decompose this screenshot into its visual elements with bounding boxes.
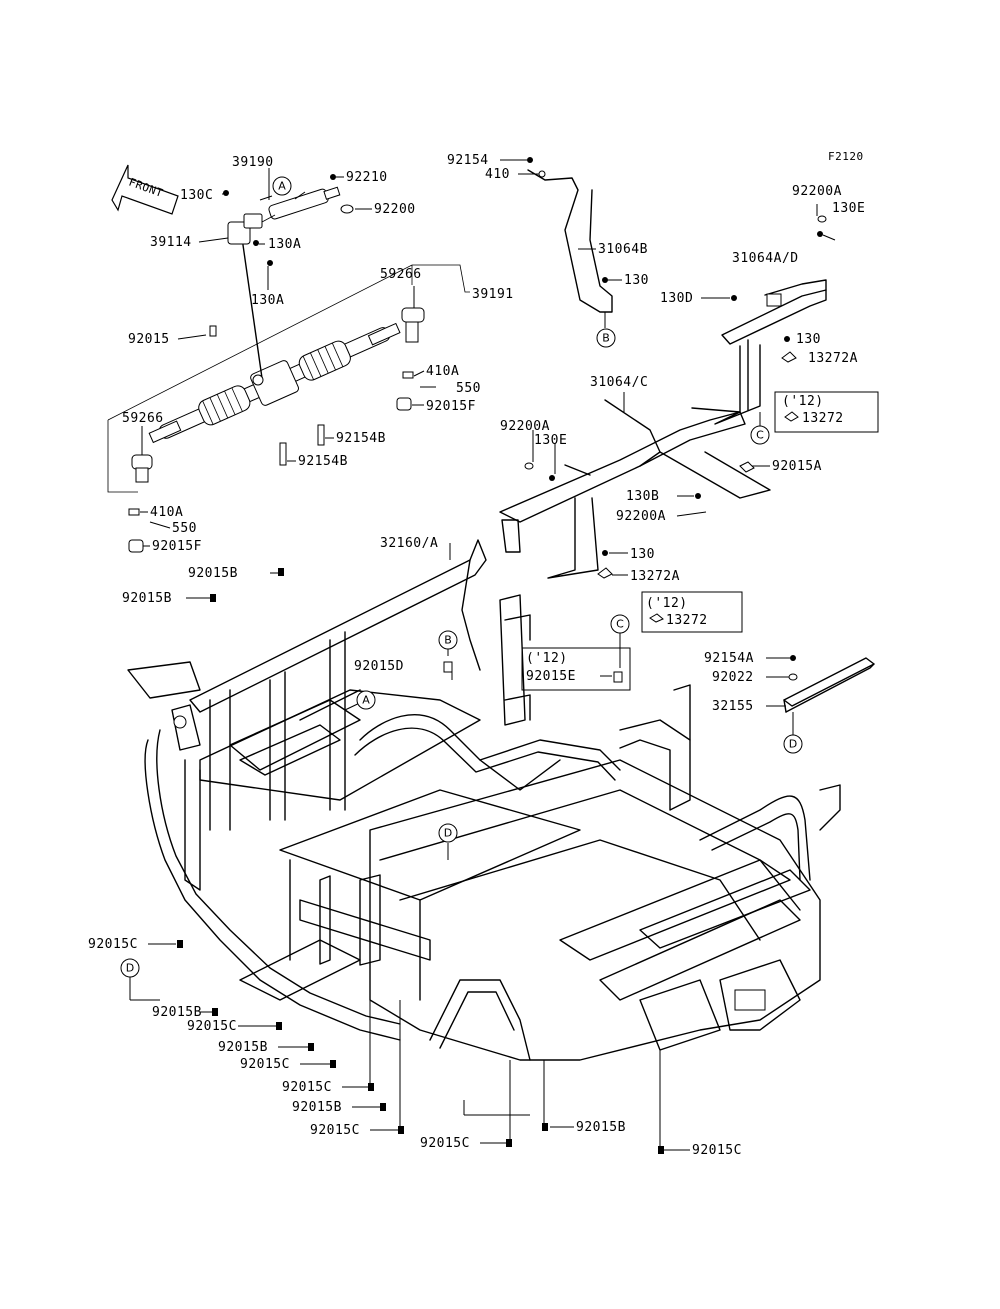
ref-circle-d-left (120, 958, 140, 978)
label-92015b-5: 92015B (292, 1100, 342, 1115)
label-31064c: 31064/C (590, 375, 648, 390)
label-92015c-7: 92015C (692, 1143, 742, 1158)
label-92200a-3: 92200A (616, 509, 666, 524)
label-410a-1: 410A (426, 364, 459, 379)
note-box-12-1 (774, 391, 879, 433)
label-39190: 39190 (232, 155, 274, 170)
label-92154a: 92154A (704, 651, 754, 666)
bracket-32155 (766, 655, 875, 736)
ref-circle-a-frame (356, 690, 376, 710)
ref-circle-d-frame (438, 823, 458, 843)
label-39191: 39191 (472, 287, 514, 302)
figure-id: F2120 (828, 150, 864, 163)
label-130a-1: 130A (268, 237, 301, 252)
label-92200: 92200 (374, 202, 416, 217)
label-92022: 92022 (712, 670, 754, 685)
label-92015c-3: 92015C (240, 1057, 290, 1072)
label-32160a: 32160/A (380, 536, 438, 551)
label-31064b: 31064B (598, 242, 648, 257)
ref-d-left: D (126, 962, 134, 975)
label-92015c-1: 92015C (88, 937, 138, 952)
label-92015d: 92015D (354, 659, 404, 674)
label-59266-bot: 59266 (122, 411, 164, 426)
ref-circle-b-top (596, 328, 616, 348)
label-130b: 130B (626, 489, 659, 504)
label-31064ad: 31064A/D (732, 251, 799, 266)
label-130a-2: 130A (251, 293, 284, 308)
bracket-31064b (500, 157, 622, 328)
label-92015c-2: 92015C (187, 1019, 237, 1034)
bottom-bolts (177, 568, 664, 1154)
leader-lines-frame (129, 543, 690, 1151)
ref-d-bracket: D (789, 738, 797, 751)
label-92015f-2: 92015F (152, 539, 202, 554)
crossmember-31064c (499, 392, 771, 579)
label-92154b-1: 92154B (336, 431, 386, 446)
label-410a-2: 410A (150, 505, 183, 520)
ref-circle-c-top (750, 425, 770, 445)
ref-a-frame: A (362, 694, 370, 707)
label-130e-1: 130E (832, 201, 865, 216)
ref-circle-d-bracket (783, 734, 803, 754)
label-13272-2: 13272 (666, 613, 708, 628)
ref-circle-c-frame (610, 614, 630, 634)
leader-lines-steering (140, 168, 436, 547)
label-32155: 32155 (712, 699, 754, 714)
ref-c-frame: C (616, 618, 624, 631)
ref-circle-b-frame (438, 630, 458, 650)
label-13272a-2: 13272A (630, 569, 680, 584)
part-labels: 39190 130C 92210 92200 39114 130A 130A 5… (88, 153, 865, 1158)
label-92015c-5: 92015C (310, 1123, 360, 1138)
label-130-b: 130 (796, 332, 821, 347)
label-92210: 92210 (346, 170, 388, 185)
label-39114: 39114 (150, 235, 192, 250)
ref-c-top: C (756, 429, 764, 442)
steering-rack-assembly (107, 174, 470, 553)
label-130d: 130D (660, 291, 693, 306)
label-130-a: 130 (624, 273, 649, 288)
label-92200a-2: 92200A (500, 419, 550, 434)
label-12-2: ('12) (646, 596, 688, 611)
label-550-1: 550 (456, 381, 481, 396)
ref-b-frame: B (444, 634, 452, 647)
label-130e-2: 130E (534, 433, 567, 448)
ref-b-top: B (602, 332, 610, 345)
front-arrow-icon: FRONT (111, 164, 179, 215)
ref-circle-a-top (272, 176, 292, 196)
label-59266-top: 59266 (380, 267, 422, 282)
label-12-3: ('12) (526, 651, 568, 666)
label-130c-top: 130C (180, 188, 213, 203)
label-550-2: 550 (172, 521, 197, 536)
label-92015e: 92015E (526, 669, 576, 684)
label-92015c-6: 92015C (420, 1136, 470, 1151)
bracket-31064ad (701, 204, 836, 426)
main-frame (127, 539, 841, 1061)
label-92015b-2: 92015B (122, 591, 172, 606)
note-box-12-2 (641, 591, 743, 633)
label-13272-1: 13272 (802, 411, 844, 426)
label-92200a-1: 92200A (792, 184, 842, 199)
ref-a-top: A (278, 180, 286, 193)
label-92015b-1: 92015B (188, 566, 238, 581)
note-box-12-3 (521, 647, 631, 691)
label-12-1: ('12) (782, 394, 824, 409)
label-92015: 92015 (128, 332, 170, 347)
label-92154b-2: 92154B (298, 454, 348, 469)
label-92015b-3: 92015B (152, 1005, 202, 1020)
label-92015b-4: 92015B (218, 1040, 268, 1055)
label-92015b-6: 92015B (576, 1120, 626, 1135)
label-92015a: 92015A (772, 459, 822, 474)
label-13272a-1: 13272A (808, 351, 858, 366)
ref-circles: A B C B C A D D D (120, 176, 803, 978)
ref-d-frame: D (444, 827, 452, 840)
label-92154: 92154 (447, 153, 489, 168)
label-410: 410 (485, 167, 510, 182)
label-92015c-4: 92015C (282, 1080, 332, 1095)
label-92015f-1: 92015F (426, 399, 476, 414)
label-130-c: 130 (630, 547, 655, 562)
